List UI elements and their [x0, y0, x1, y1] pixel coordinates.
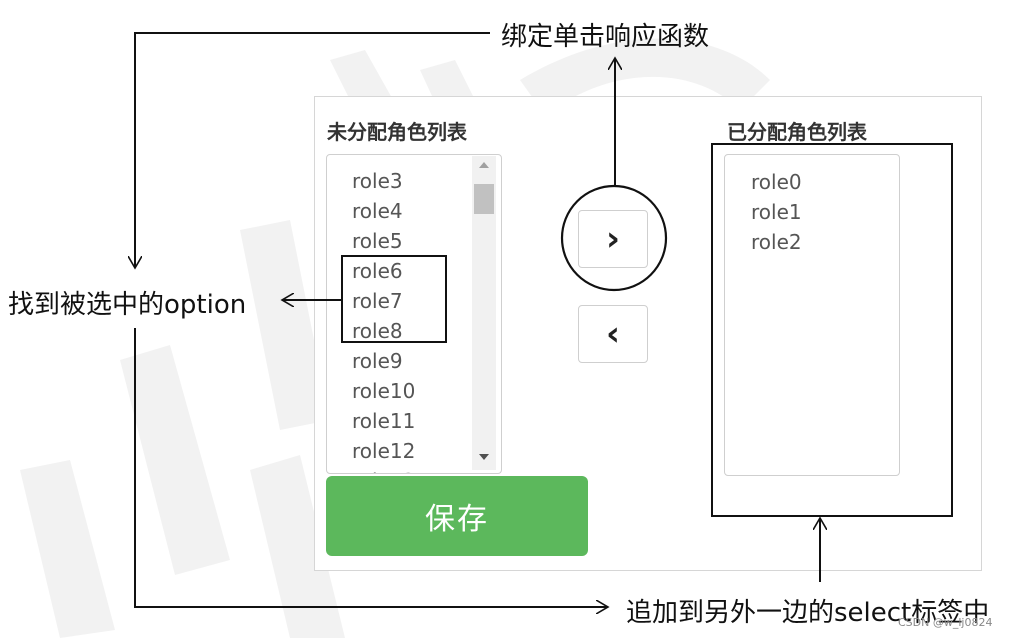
scroll-up-icon[interactable] — [479, 162, 489, 168]
assigned-select[interactable]: role0 role1 role2 — [724, 154, 900, 476]
option-role7[interactable]: role7 — [352, 289, 403, 313]
option-role2[interactable]: role2 — [751, 230, 802, 254]
annotation-append-other: 追加到另外一边的select标签中 — [626, 598, 990, 628]
move-left-button[interactable]: ‹ — [578, 305, 648, 363]
annotation-find-selected: 找到被选中的option — [8, 290, 247, 320]
scroll-thumb[interactable] — [474, 184, 494, 214]
option-role5[interactable]: role5 — [352, 229, 403, 253]
chevron-right-icon: › — [605, 219, 620, 259]
chevron-left-icon: ‹ — [605, 314, 620, 354]
option-role0[interactable]: role0 — [751, 170, 802, 194]
scroll-down-icon[interactable] — [479, 454, 489, 460]
option-role4[interactable]: role4 — [352, 199, 403, 223]
move-right-button[interactable]: › — [578, 210, 648, 268]
option-role12[interactable]: role12 — [352, 439, 416, 463]
option-role3[interactable]: role3 — [352, 169, 403, 193]
save-button[interactable]: 保存 — [326, 476, 588, 556]
csdn-watermark: CSDN @w_lj0824 — [898, 616, 993, 629]
option-role6[interactable]: role6 — [352, 259, 403, 283]
unassigned-heading: 未分配角色列表 — [327, 120, 467, 144]
assigned-heading: 已分配角色列表 — [727, 120, 867, 144]
option-role8[interactable]: role8 — [352, 319, 403, 343]
option-role1[interactable]: role1 — [751, 200, 802, 224]
option-role13[interactable]: role13 — [352, 466, 472, 473]
unassigned-scrollbar[interactable] — [472, 156, 496, 470]
option-role10[interactable]: role10 — [352, 379, 416, 403]
unassigned-select[interactable]: role3 role4 role5 role6 role7 role8 role… — [326, 154, 502, 474]
annotation-bind-click: 绑定单击响应函数 — [501, 22, 710, 52]
unassigned-option-list: role3 role4 role5 role6 role7 role8 role… — [352, 166, 472, 473]
option-role9[interactable]: role9 — [352, 349, 403, 373]
assigned-option-list: role0 role1 role2 — [751, 167, 871, 257]
option-role11[interactable]: role11 — [352, 409, 416, 433]
